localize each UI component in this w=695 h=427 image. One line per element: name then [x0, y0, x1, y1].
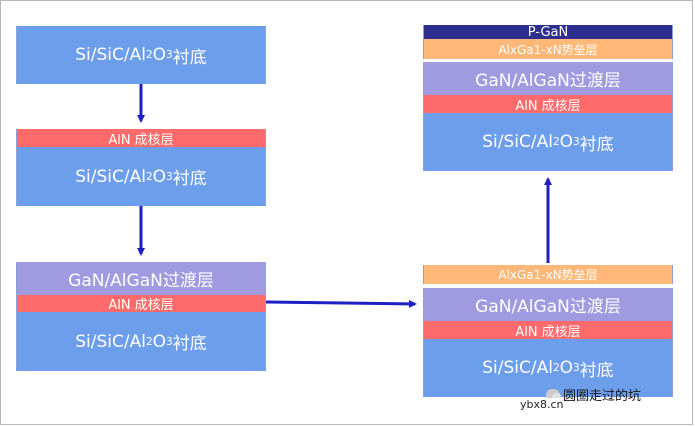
stack5-p-gan: P-GaN: [423, 25, 673, 40]
stack3-aln-layer: AlN 成核层: [16, 295, 266, 313]
stack5-gan-transition: GaN/AlGaN过渡层: [423, 62, 673, 95]
stack5-aln-layer: AlN 成核层: [423, 95, 673, 114]
stack4-aln-layer: AlN 成核层: [423, 321, 673, 340]
stack2-aln-layer: AlN 成核层: [16, 129, 266, 148]
watermark-text: 圆圈走过的坑: [563, 389, 642, 404]
stack3-gan-transition: GaN/AlGaN过渡层: [16, 262, 266, 295]
site-label: ybx8.cn: [520, 398, 564, 411]
watermark: 圆圈走过的坑: [546, 385, 641, 404]
stack5-algan-barrier: AlxGa1-xN势垒层: [423, 39, 673, 59]
chat-bubble-icon: [546, 388, 561, 401]
arrow-step3-to-step4: [265, 299, 417, 308]
stack4-algan-barrier: AlxGa1-xN势垒层: [423, 265, 673, 284]
stack4-gan-transition: GaN/AlGaN过渡层: [423, 288, 673, 321]
